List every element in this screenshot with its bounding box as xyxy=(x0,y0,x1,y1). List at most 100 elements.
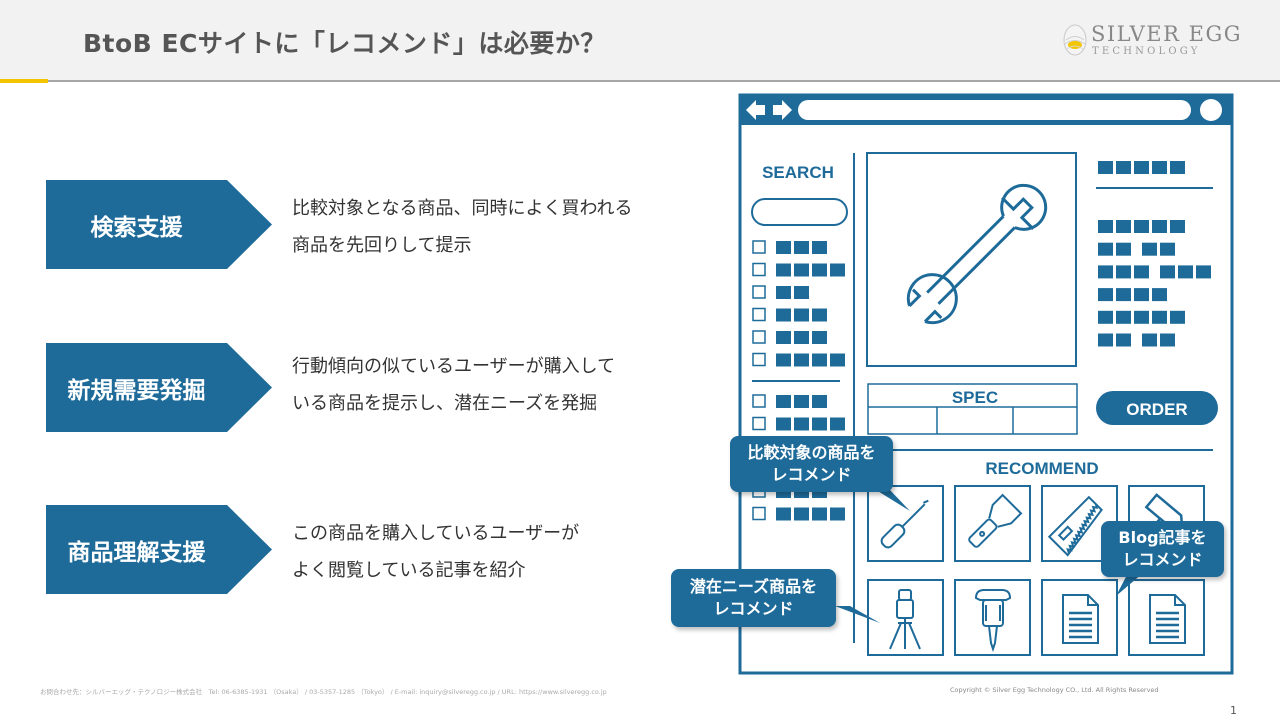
feature-label: 新規需要発掘 xyxy=(67,377,206,404)
placeholder-block xyxy=(1160,242,1175,256)
placeholder-block xyxy=(1170,220,1185,233)
callout-blog-articles: Blog記事を レコメンド xyxy=(1101,521,1224,577)
page-title: BtoB ECサイトに「レコメンド」は必要か？ xyxy=(83,29,606,58)
placeholder-block xyxy=(1134,288,1149,302)
placeholder-block xyxy=(1116,310,1131,324)
placeholder-block xyxy=(1142,333,1157,347)
placeholder-block xyxy=(1178,265,1193,279)
checkbox-icon xyxy=(752,240,766,254)
recommend-item xyxy=(954,579,1031,656)
back-arrow-icon xyxy=(746,100,765,120)
callout-line: 比較対象の商品を xyxy=(747,443,876,462)
description-line: 比較対象となる商品、同時によく買われる xyxy=(292,198,633,219)
order-button xyxy=(1096,391,1218,425)
feature-arrow-search-support: 検索支援 xyxy=(46,180,272,269)
placeholder-block xyxy=(776,308,791,322)
footer-copyright: Copyright © Silver Egg Technology CO., L… xyxy=(950,686,1159,694)
placeholder-block xyxy=(812,395,827,408)
placeholder-block xyxy=(812,417,827,431)
placeholder-block xyxy=(776,263,791,277)
placeholder-block xyxy=(1196,265,1211,279)
placeholder-block xyxy=(1098,242,1113,256)
placeholder-block xyxy=(794,417,809,431)
placeholder-block xyxy=(1134,265,1149,279)
placeholder-block xyxy=(1116,242,1131,256)
placeholder-block xyxy=(1160,265,1175,279)
callout-line: レコメンド xyxy=(713,599,794,618)
placeholder-block xyxy=(1116,333,1131,347)
placeholder-block xyxy=(776,417,791,431)
checkbox-icon xyxy=(752,416,766,431)
wrench-icon xyxy=(906,183,1048,325)
checkbox-icon xyxy=(752,285,766,299)
placeholder-block xyxy=(812,263,827,277)
placeholder-block xyxy=(1134,310,1149,324)
description-line: いる商品を提示し、潜在ニーズを発掘 xyxy=(292,393,598,414)
tripod-level-icon xyxy=(889,589,921,650)
placeholder-block xyxy=(1142,242,1157,256)
screwdriver-icon xyxy=(880,499,929,549)
placeholder-block xyxy=(794,353,809,367)
placeholder-block xyxy=(812,308,827,322)
placeholder-block xyxy=(830,353,845,367)
placeholder-block xyxy=(776,395,791,408)
placeholder-block xyxy=(830,417,845,431)
egg-logo-icon xyxy=(1063,24,1087,56)
feature-description: 比較対象となる商品、同時によく買われる 商品を先回りして提示 xyxy=(292,190,633,264)
spec-label: SPEC xyxy=(952,388,998,407)
checkbox-icon xyxy=(752,330,766,344)
placeholder-block xyxy=(794,395,809,408)
placeholder-block xyxy=(1170,310,1185,324)
placeholder-block xyxy=(1152,220,1167,233)
placeholder-block xyxy=(794,241,809,254)
callout-compare-products: 比較対象の商品を レコメンド xyxy=(730,436,893,492)
footer-contact: お問合わせ先：シルバーエッグ・テクノロジー株式会社 Tel: 06-6385-1… xyxy=(40,688,607,696)
placeholder-block xyxy=(1152,310,1167,324)
placeholder-block xyxy=(776,241,791,254)
placeholder-block xyxy=(1098,288,1113,302)
callout-line: レコメンド xyxy=(1122,550,1203,569)
placeholder-block xyxy=(812,241,827,254)
placeholder-block xyxy=(830,263,845,277)
feature-description: この商品を購入しているユーザーが よく閲覧している記事を紹介 xyxy=(292,515,579,589)
order-label: ORDER xyxy=(1126,400,1187,419)
placeholder-block xyxy=(1116,265,1131,279)
recommend-label: RECOMMEND xyxy=(985,459,1098,478)
placeholder-block xyxy=(1098,265,1113,279)
feature-description: 行動傾向の似ているユーザーが購入して いる商品を提示し、潜在ニーズを発掘 xyxy=(292,348,615,422)
jackhammer-icon xyxy=(974,589,1012,653)
placeholder-block xyxy=(794,263,809,277)
callout-line: レコメンド xyxy=(771,465,852,484)
callout-latent-needs: 潜在ニーズ商品を レコメンド xyxy=(671,569,836,627)
placeholder-block xyxy=(794,507,809,521)
placeholder-block xyxy=(1152,288,1167,302)
description-line: 商品を先回りして提示 xyxy=(292,235,472,256)
placeholder-block xyxy=(776,353,791,367)
header-divider xyxy=(0,80,1280,82)
feature-arrow-product-understanding: 商品理解支援 xyxy=(46,505,272,594)
search-field xyxy=(751,198,848,226)
spec-table xyxy=(867,383,1078,435)
feature-arrow-new-demand: 新規需要発掘 xyxy=(46,343,272,432)
placeholder-block xyxy=(794,308,809,322)
address-bar xyxy=(798,100,1191,120)
flashlight-icon xyxy=(968,493,1023,548)
forward-arrow-icon xyxy=(773,100,792,120)
product-info xyxy=(1098,161,1211,347)
placeholder-block xyxy=(812,507,827,521)
placeholder-block xyxy=(1116,161,1131,174)
checkbox-icon xyxy=(752,506,766,521)
placeholder-block xyxy=(812,353,827,367)
saw-icon xyxy=(1047,495,1103,557)
description-line: この商品を購入しているユーザーが xyxy=(292,523,580,544)
placeholder-block xyxy=(1098,333,1113,347)
placeholder-block xyxy=(1134,161,1149,174)
checkbox-icon xyxy=(752,394,766,408)
checkbox-icon xyxy=(752,352,766,367)
callout-line: Blog記事を xyxy=(1118,528,1207,547)
callout-line: 潜在ニーズ商品を xyxy=(689,577,818,596)
description-line: 行動傾向の似ているユーザーが購入して xyxy=(292,356,616,377)
feature-label: 商品理解支援 xyxy=(67,539,206,566)
placeholder-block xyxy=(1098,220,1113,233)
product-image xyxy=(866,152,1077,367)
